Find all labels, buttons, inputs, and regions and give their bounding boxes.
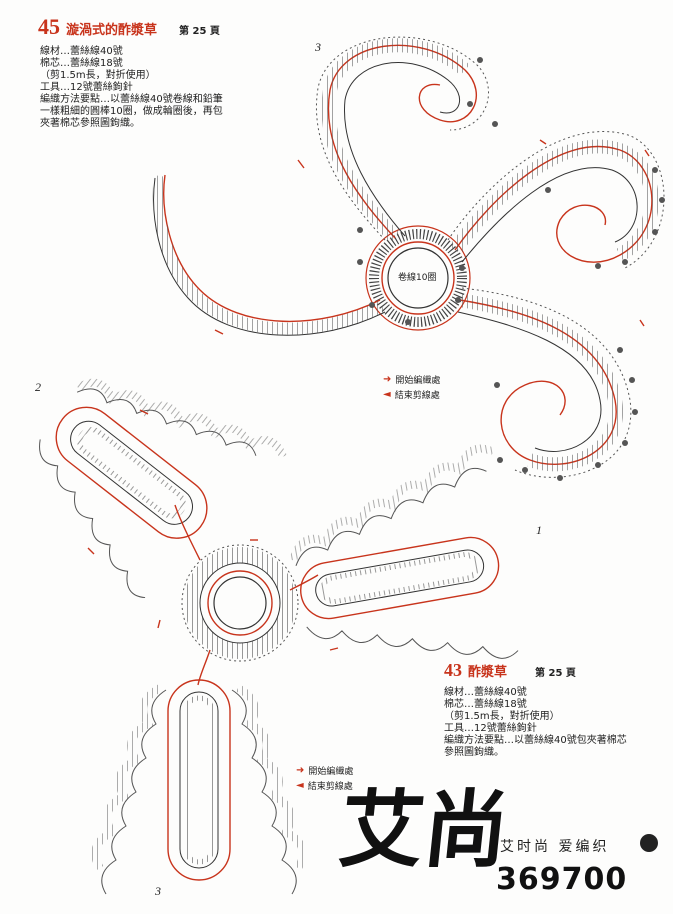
pattern45-legend-end: ◄ 結束剪線處	[383, 388, 440, 401]
start-arrow-icon: ➜	[296, 765, 305, 776]
legend-end-label: 結束剪線處	[307, 782, 353, 792]
pattern45-line: 夾著棉芯參照圖鉤織。	[40, 118, 140, 129]
legend-start-label: 開始編織處	[395, 376, 441, 386]
pattern45-line: 棉芯…蕾絲線18號	[40, 58, 123, 69]
pattern45-diagram	[152, 36, 665, 481]
pattern43-line: 參照圖鉤織。	[444, 747, 504, 758]
pattern43-number: 43	[444, 660, 462, 680]
pattern45-title: 漩渦式的酢漿草	[66, 23, 158, 38]
pattern43-page-ref: 第 25 頁	[535, 668, 576, 679]
pattern45-legend-start: ➜ 開始編織處	[383, 373, 440, 386]
pattern45-line: 一樣粗細的圓棒10圈，做成輪圈後，再包	[40, 106, 223, 117]
pattern43-leaf-number-3: 3	[155, 884, 161, 898]
pattern43-header: 43 酢漿草 第 25 頁	[444, 660, 576, 681]
end-arrow-icon: ◄	[296, 780, 304, 791]
pattern43-legend-end: ◄ 結束剪線處	[296, 779, 353, 792]
pattern43-line: 線材…蕾絲線40號	[444, 687, 527, 698]
pattern45-line: 線材…蕾絲線40號	[40, 46, 123, 57]
pattern43-title: 酢漿草	[468, 665, 508, 680]
pattern45-header: 45 漩渦式的酢漿草 第 25 頁	[38, 14, 220, 40]
legend-end-label: 結束剪線處	[394, 391, 440, 401]
pattern43-instructions: 線材…蕾絲線40號 棉芯…蕾絲線18號 （剪1.5m長，對折使用） 工具…12號…	[444, 687, 627, 759]
pattern43-line: 棉芯…蕾絲線18號	[444, 699, 527, 710]
legend-start-label: 開始編織處	[308, 767, 354, 777]
start-arrow-icon: ➜	[383, 374, 392, 385]
pattern43-diagram	[39, 378, 519, 895]
yarn-ball-icon	[640, 834, 658, 852]
pattern45-motif-number: 3	[315, 40, 321, 54]
pattern45-line: 編織方法要點…以蕾絲線40號卷線和鉛筆	[40, 94, 223, 105]
watermark-number: 369700	[496, 862, 628, 897]
pattern45-line: （剪1.5m長，對折使用）	[40, 70, 156, 81]
pattern45-ring-label: 卷線10圈	[398, 273, 437, 283]
pattern43-line: （剪1.5m長，對折使用）	[444, 711, 560, 722]
watermark-brand-text: 艾时尚 爱编织	[500, 839, 610, 855]
pattern45-number: 45	[38, 14, 60, 39]
pattern43-leaf-number-1: 1	[536, 523, 542, 537]
end-arrow-icon: ◄	[383, 389, 391, 400]
pattern43-line: 工具…12號蕾絲鉤針	[444, 723, 537, 734]
pattern43-leaf-number-2: 2	[35, 380, 41, 394]
pattern45-page-ref: 第 25 頁	[179, 26, 220, 37]
watermark-logo: 艾尚	[334, 780, 514, 879]
pattern45-line: 工具…12號蕾絲鉤針	[40, 82, 133, 93]
pattern43-legend-start: ➜ 開始編織處	[296, 764, 353, 777]
pattern45-instructions: 線材…蕾絲線40號 棉芯…蕾絲線18號 （剪1.5m長，對折使用） 工具…12號…	[40, 46, 223, 130]
pattern43-line: 編織方法要點…以蕾絲線40號包夾著棉芯	[444, 735, 627, 746]
